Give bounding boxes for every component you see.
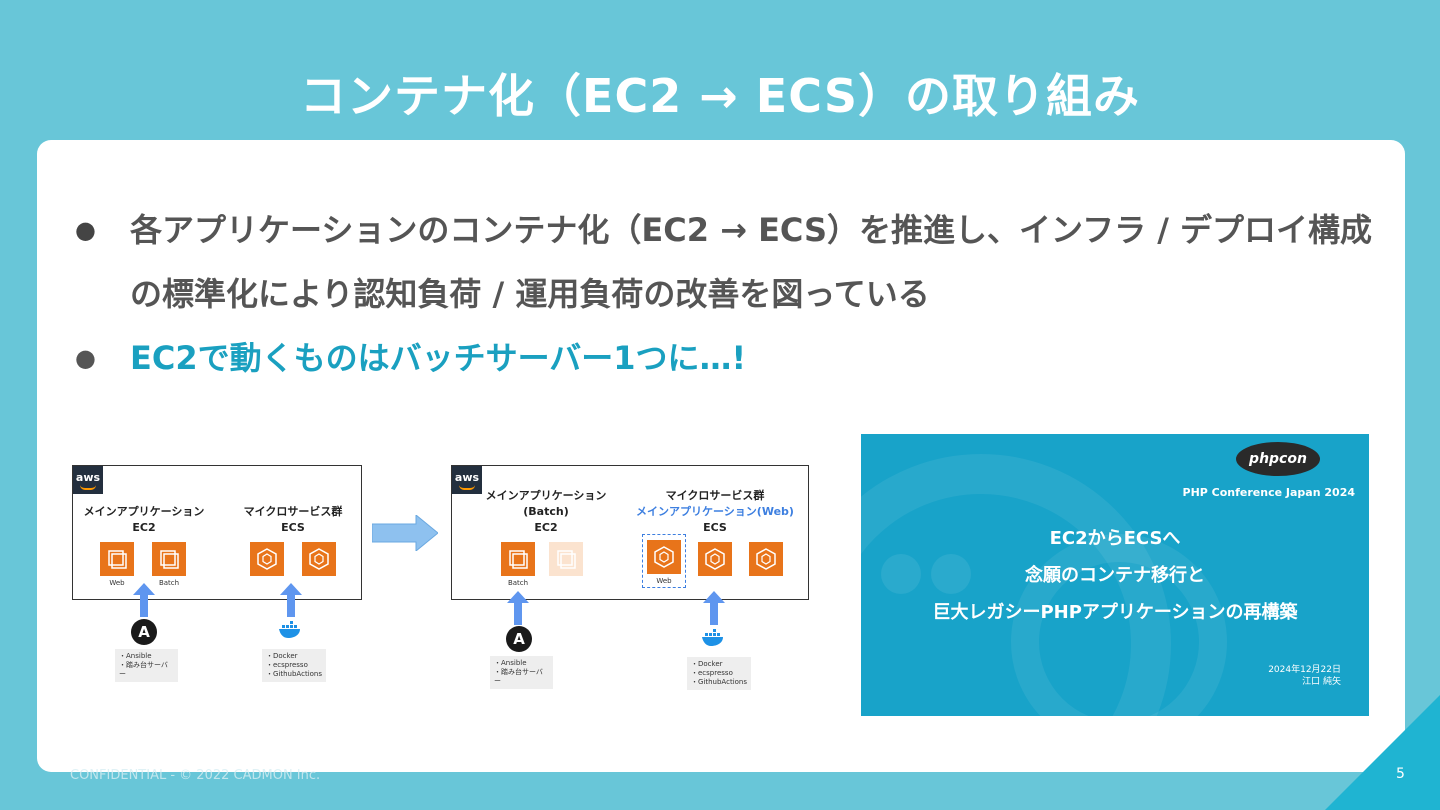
caption-web: Web	[109, 579, 125, 587]
ecs-service-icon	[302, 542, 336, 576]
caption-web: Web	[656, 577, 672, 585]
ec2-title: メインアプリケーション	[83, 505, 205, 518]
note-line: ・GithubActions	[266, 670, 322, 678]
docker-note: ・Docker ・ecspresso ・GithubActions	[687, 657, 751, 690]
decor-dot	[881, 554, 921, 594]
bullet-text: 各アプリケーションのコンテナ化（EC2 → ECS）を推進し、インフラ / デプ…	[130, 211, 1373, 313]
bullet-text: EC2で動くものはバッチサーバー1つに…!	[130, 339, 747, 377]
caption-batch: Batch	[507, 579, 529, 587]
ecs-service-icon	[647, 540, 681, 574]
note-line: ・ecspresso	[266, 661, 308, 669]
ec2-instance-icon	[501, 542, 535, 576]
ec2-instance-faded-icon	[549, 542, 583, 576]
ecs-service-icon	[698, 542, 732, 576]
note-line: ・Ansible	[119, 652, 152, 660]
note-line: ・Ansible	[494, 659, 527, 667]
ecs-service-icon	[749, 542, 783, 576]
up-arrow-icon	[703, 591, 725, 625]
ecs-sub: ECS	[281, 521, 305, 534]
bullet-dot-icon: ●	[75, 216, 96, 244]
bullet-list: ● 各アプリケーションのコンテナ化（EC2 → ECS）を推進し、インフラ / …	[75, 198, 1385, 390]
confidential-footer: CONFIDENTIAL - © 2022 CADMON Inc.	[70, 768, 321, 783]
note-line: ・Docker	[691, 660, 723, 668]
ecs-service-icon	[250, 542, 284, 576]
talk-date: 2024年12月22日	[1268, 665, 1341, 675]
ec2-sub: EC2	[534, 521, 558, 534]
ansible-note: ・Ansible ・踏み台サーバー	[490, 656, 553, 689]
up-arrow-icon	[133, 583, 155, 617]
docker-icon	[702, 629, 723, 646]
phpcon-logo: phpcon	[1236, 442, 1320, 476]
talk-title-line: 巨大レガシーPHPアプリケーションの再構築	[932, 602, 1298, 623]
talk-author: 江口 純矢	[1302, 677, 1341, 687]
bullet-dot-icon: ●	[75, 344, 96, 372]
ecs-title: マイクロサービス群	[665, 489, 765, 502]
bullet-item-highlight: ● EC2で動くものはバッチサーバー1つに…!	[75, 326, 1385, 390]
talk-title: EC2からECSへ 念願のコンテナ移行と 巨大レガシーPHPアプリケーションの再…	[861, 520, 1369, 631]
web-highlight-box	[642, 534, 686, 588]
architecture-diagram: aws メインアプリケーション EC2 マイクロサービス群 ECS Web Ba…	[58, 433, 833, 703]
talk-title-line: EC2からECSへ	[1049, 528, 1181, 549]
corner-decoration	[1325, 695, 1440, 810]
ecs-title: マイクロサービス群	[243, 505, 343, 518]
note-line: ・GithubActions	[691, 678, 747, 686]
caption-batch: Batch	[158, 579, 180, 587]
decor-dot	[931, 554, 971, 594]
talk-meta: 2024年12月22日 江口 純矢	[1268, 664, 1341, 688]
page-number: 5	[1396, 766, 1405, 782]
aws-logo: aws	[73, 466, 103, 494]
transition-arrow-icon	[372, 515, 438, 551]
note-line: ・踏み台サーバー	[119, 661, 168, 678]
note-line: ・踏み台サーバー	[494, 668, 543, 685]
talk-title-line: 念願のコンテナ移行と	[1025, 565, 1205, 586]
ecs-web-title: メインアプリケーション(Web)	[636, 505, 794, 518]
docker-note: ・Docker ・ecspresso ・GithubActions	[262, 649, 326, 682]
ansible-icon: A	[131, 619, 157, 645]
docker-icon	[279, 621, 300, 638]
ansible-note: ・Ansible ・踏み台サーバー	[115, 649, 178, 682]
aws-box-before: aws メインアプリケーション EC2 マイクロサービス群 ECS Web Ba…	[72, 465, 362, 600]
ec2-title-batch: (Batch)	[523, 505, 569, 518]
ec2-sub: EC2	[132, 521, 156, 534]
ansible-icon: A	[506, 626, 532, 652]
bullet-item: ● 各アプリケーションのコンテナ化（EC2 → ECS）を推進し、インフラ / …	[75, 198, 1385, 326]
conference-slide-thumbnail: phpcon PHP Conference Japan 2024 EC2からEC…	[861, 434, 1369, 716]
ec2-instance-icon	[100, 542, 134, 576]
aws-logo: aws	[452, 466, 482, 494]
slide-title: コンテナ化（EC2 → ECS）の取り組み	[300, 69, 1140, 123]
up-arrow-icon	[507, 591, 529, 625]
ec2-instance-icon	[152, 542, 186, 576]
aws-box-after: aws メインアプリケーション (Batch) EC2 マイクロサービス群 メイ…	[451, 465, 809, 600]
note-line: ・Docker	[266, 652, 298, 660]
conference-name: PHP Conference Japan 2024	[1182, 486, 1355, 499]
ec2-title: メインアプリケーション	[485, 489, 607, 502]
ecs-sub: ECS	[703, 521, 727, 534]
up-arrow-icon	[280, 583, 302, 617]
note-line: ・ecspresso	[691, 669, 733, 677]
